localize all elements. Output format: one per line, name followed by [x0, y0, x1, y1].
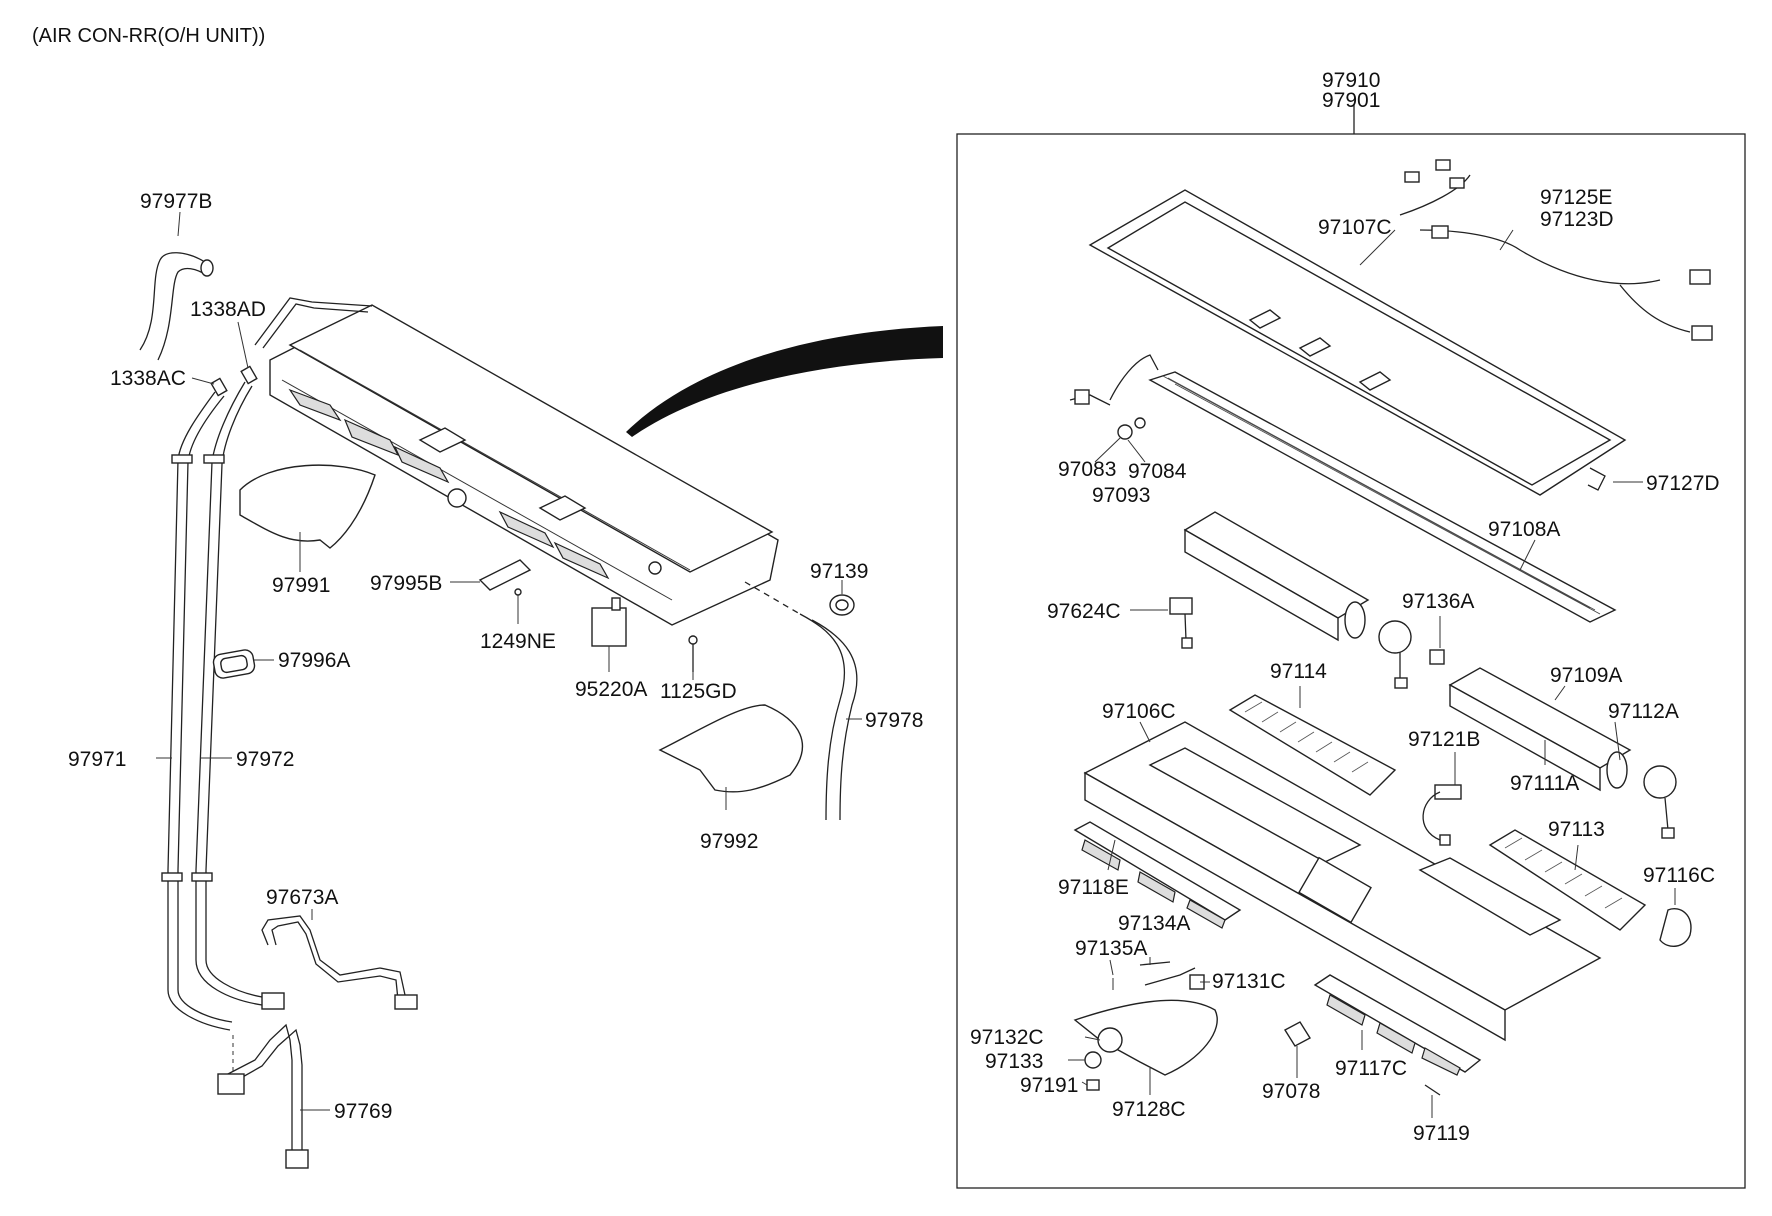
assembly-label-97910: 97910 [1322, 69, 1380, 92]
label-97139: 97139 [810, 560, 868, 583]
label-97624C: 97624C [1047, 600, 1121, 623]
outlet-panel-97118E [1073, 821, 1242, 921]
label-97977B: 97977B [140, 190, 212, 213]
label-97123D: 97123D [1540, 208, 1614, 231]
label-97971: 97971 [68, 748, 126, 771]
assembly-label-97901: 97901 [1322, 89, 1380, 112]
label-97191: 97191 [1020, 1074, 1078, 1097]
label-1125GD: 1125GD [660, 680, 737, 703]
label-97108A: 97108A [1488, 518, 1560, 541]
label-97093: 97093 [1092, 484, 1150, 507]
label-97084: 97084 [1128, 460, 1187, 483]
cover-97128C [1073, 999, 1218, 1076]
label-97127D: 97127D [1646, 472, 1720, 495]
label-97109A: 97109A [1550, 664, 1622, 687]
label-1338AD: 1338AD [190, 298, 266, 321]
label-97106C: 97106C [1102, 700, 1176, 723]
label-97132C: 97132C [970, 1026, 1044, 1049]
label-97113: 97113 [1548, 818, 1605, 841]
label-97996A: 97996A [278, 649, 350, 672]
label-97117C: 97117C [1335, 1057, 1407, 1080]
label-97972: 97972 [236, 748, 294, 771]
label-97078: 97078 [1262, 1080, 1320, 1103]
callout-sweep [626, 326, 943, 437]
overhead-unit-assembly [254, 297, 779, 626]
label-97116C: 97116C [1643, 864, 1715, 887]
label-97107C: 97107C [1318, 216, 1392, 239]
label-97133: 97133 [985, 1050, 1043, 1073]
label-97978: 97978 [865, 709, 923, 732]
label-97112A: 97112A [1608, 700, 1679, 723]
label-97673A: 97673A [266, 886, 338, 909]
label-97118E: 97118E [1058, 876, 1129, 899]
label-97995B: 97995B [370, 572, 442, 595]
label-97991: 97991 [272, 574, 330, 597]
label-97114: 97114 [1270, 660, 1327, 683]
label-97135A: 97135A [1075, 937, 1147, 960]
label-97992: 97992 [700, 830, 758, 853]
unit-top-cover [288, 304, 774, 573]
label-97128C: 97128C [1112, 1098, 1186, 1121]
insulation-pad-97991 [239, 464, 376, 549]
label-97134A: 97134A [1118, 912, 1190, 935]
grille-97113 [1488, 829, 1647, 931]
label-97119: 97119 [1413, 1122, 1470, 1145]
label-97769: 97769 [334, 1100, 392, 1123]
frame-border [956, 133, 1746, 1189]
insulation-pad-97992 [658, 704, 804, 793]
motor-97112A [1643, 765, 1677, 799]
label-97111A: 97111A [1510, 772, 1579, 795]
label-95220A: 95220A [575, 678, 647, 701]
label-97131C: 97131C [1212, 970, 1286, 993]
label-97125E: 97125E [1540, 186, 1612, 209]
label-97083: 97083 [1058, 458, 1116, 481]
label-1249NE: 1249NE [480, 630, 556, 653]
label-97121B: 97121B [1408, 728, 1480, 751]
grille-97114 [1228, 694, 1397, 796]
relay-95220A [591, 607, 627, 647]
exploded-unit-frame: 97910 97901 [956, 69, 1746, 1189]
diagram-title: (AIR CON-RR(O/H UNIT)) [32, 25, 265, 47]
label-1338AC: 1338AC [110, 367, 186, 390]
label-97136A: 97136A [1402, 590, 1474, 613]
